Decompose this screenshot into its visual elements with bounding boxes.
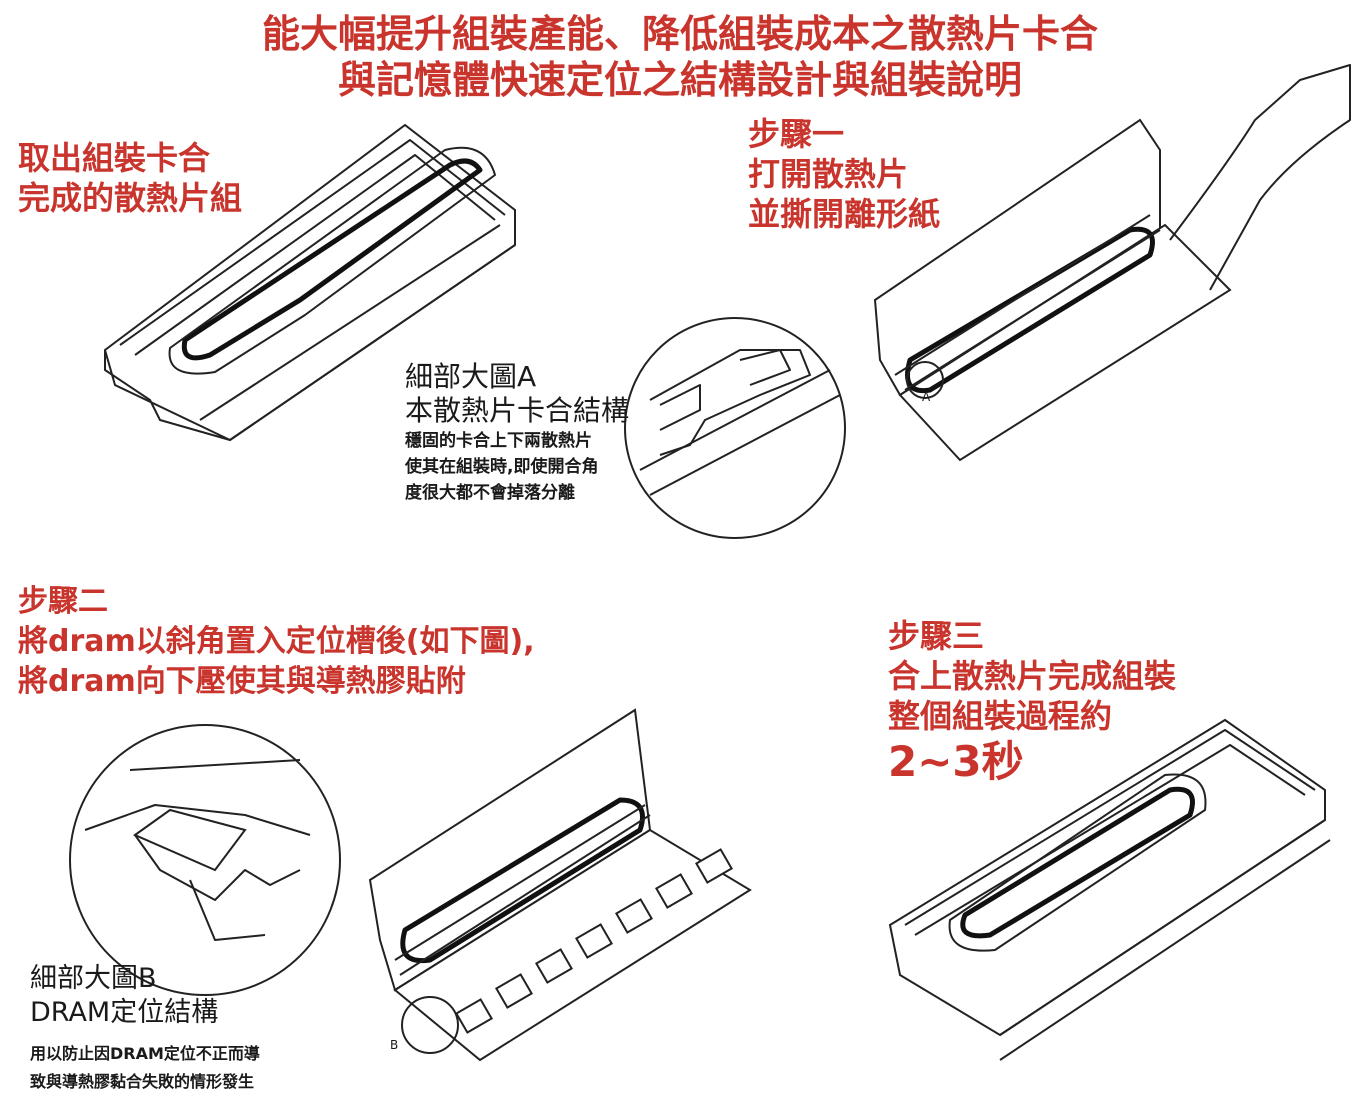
step1-label: 步驟一 打開散熱片 並撕開離形紙: [748, 114, 940, 234]
page-title-line1: 能大幅提升組裝產能、降低組裝成本之散熱片卡合: [261, 12, 1098, 56]
detail-a-title: 細部大圖A: [405, 360, 537, 393]
step2-heading: 步驟二: [18, 584, 108, 619]
detail-b-subtitle: DRAM定位結構: [30, 997, 219, 1028]
final-assembly: [888, 718, 1331, 1061]
detail-b-caption: 細部大圖B DRAM定位結構 用以防止因DRAM定位不正而導 致與導熱膠黏合失敗…: [30, 962, 260, 1096]
detail-a-marker: A: [922, 390, 931, 404]
detail-b-magnified: [69, 724, 341, 996]
step1-line2: 並撕開離形紙: [748, 195, 941, 233]
step1-heading: 步驟一: [748, 115, 845, 153]
detail-a-subtitle: 本散熱片卡合結構: [405, 394, 630, 427]
detail-b-desc1: 用以防止因DRAM定位不正而導: [30, 1044, 260, 1063]
detail-a-desc1: 穩固的卡合上下兩散熱片: [405, 431, 592, 451]
detail-a-caption: 細部大圖A 本散熱片卡合結構 穩固的卡合上下兩散熱片 使其在組裝時,即使開合角 …: [405, 360, 629, 506]
page-title-line2: 與記憶體快速定位之結構設計與組裝說明: [337, 58, 1022, 102]
intro-label: 取出組裝卡合 完成的散熱片組: [18, 138, 242, 218]
step3-heading: 步驟三: [888, 617, 985, 655]
step3-line1: 合上散熱片完成組裝: [888, 657, 1177, 695]
detail-a-magnified: [624, 317, 846, 539]
heatsink-assembly-closed: [103, 123, 516, 442]
step2-line1: 將dram以斜角置入定位槽後(如下圖),: [18, 624, 535, 659]
detail-b-title: 細部大圖B: [30, 963, 157, 994]
step2-line2: 將dram向下壓使其與導熱膠貼附: [18, 664, 466, 699]
detail-b-desc2: 致與導熱膠黏合失敗的情形發生: [30, 1072, 255, 1091]
detail-a-desc2: 使其在組裝時,即使開合角: [405, 457, 599, 477]
heatsink-assembly-opened: [873, 64, 1351, 462]
step2-label: 步驟二 將dram以斜角置入定位槽後(如下圖), 將dram向下壓使其與導熱膠貼…: [18, 582, 535, 702]
step3-label: 步驟三 合上散熱片完成組裝 整個組裝過程約 2~3秒: [888, 616, 1176, 788]
intro-line1: 取出組裝卡合: [18, 139, 211, 177]
detail-a-desc3: 度很大都不會掉落分離: [405, 483, 575, 503]
detail-b-marker: B: [390, 1038, 399, 1052]
step3-line2: 整個組裝過程約: [888, 697, 1113, 735]
dram-placement: [368, 708, 752, 1062]
step1-line1: 打開散熱片: [748, 155, 909, 193]
intro-line2: 完成的散熱片組: [18, 179, 243, 217]
step3-time: 2~3秒: [888, 737, 1024, 786]
